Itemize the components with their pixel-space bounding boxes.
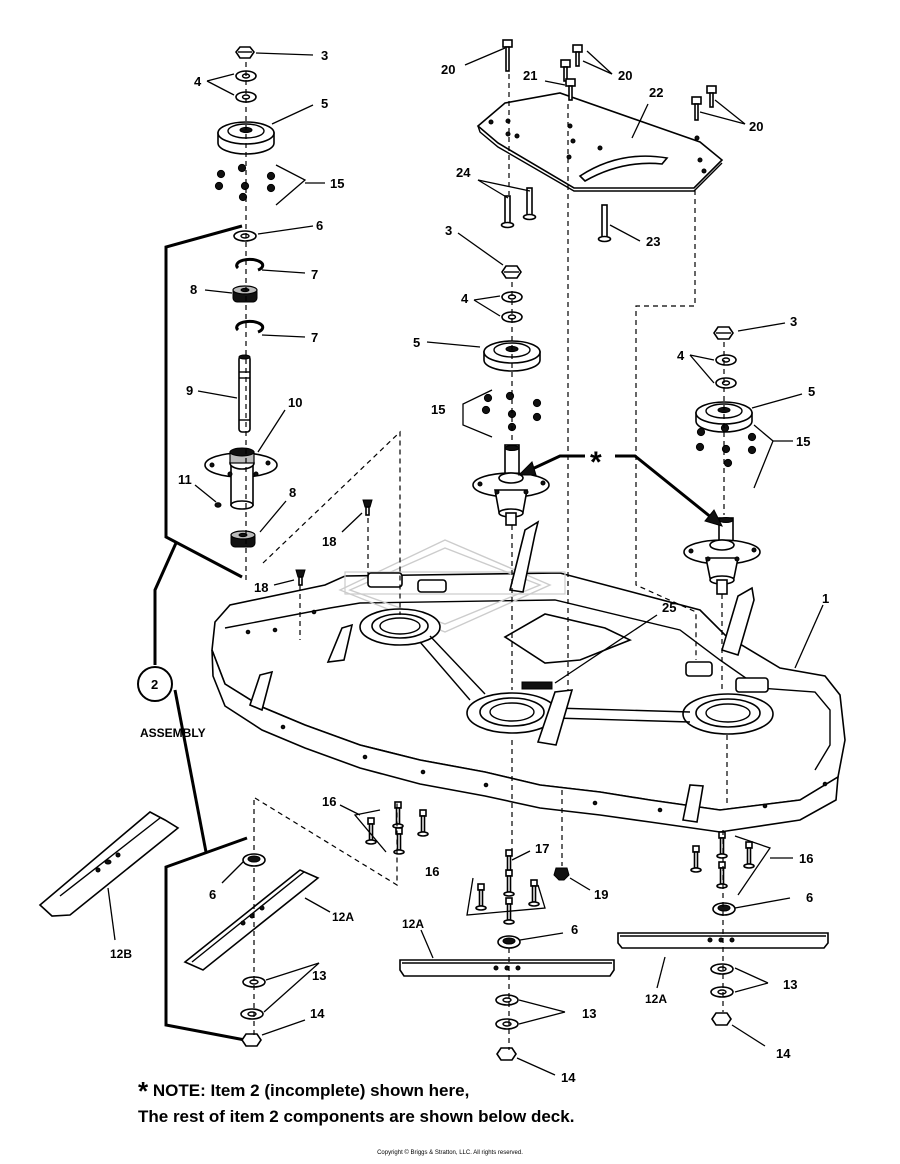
- bolts-16-left: [365, 801, 429, 855]
- callout-16-center: 16: [425, 864, 439, 879]
- center-blade-hardware: [495, 935, 521, 1061]
- callout-15-left: 15: [330, 176, 344, 191]
- assembly-2-circle: [137, 666, 173, 702]
- callout-23: 23: [646, 234, 660, 249]
- callout-5-right: 5: [808, 384, 815, 399]
- snap-ring-7-upper: [235, 257, 265, 272]
- callout-19: 19: [594, 887, 608, 902]
- left-blade-hardware: [240, 853, 266, 1047]
- callout-3-center: 3: [445, 223, 452, 238]
- callout-12a-left: 12A: [332, 910, 354, 924]
- callout-12a-center: 12A: [402, 917, 424, 931]
- callout-6-blade-left: 6: [209, 887, 216, 902]
- right-blade-hardware: [710, 902, 736, 1026]
- callout-3-left: 3: [321, 48, 328, 63]
- star-callout-arrows: [517, 454, 723, 527]
- assembly-bracket-bottom: [164, 836, 248, 1042]
- callout-16-left: 16: [322, 794, 336, 809]
- grease-fitting-11: [214, 502, 222, 508]
- callout-21: 21: [523, 68, 537, 83]
- callout-5-center: 5: [413, 335, 420, 350]
- callout-11: 11: [178, 472, 192, 487]
- callout-5-left: 5: [321, 96, 328, 111]
- bolts-24: [500, 187, 537, 229]
- callout-9: 9: [186, 383, 193, 398]
- callout-10: 10: [288, 395, 302, 410]
- left-spindle-stack: [137, 46, 278, 1042]
- callout-14-center: 14: [561, 1070, 576, 1085]
- note-text: * NOTE: Item 2 (incomplete) shown here, …: [138, 1078, 838, 1130]
- blade-12b: [38, 811, 180, 917]
- spindle-housing-10: [204, 447, 278, 510]
- bolts-15-left: [214, 163, 276, 202]
- note-star: *: [138, 1076, 149, 1106]
- assembly-bracket-top: [164, 224, 243, 579]
- note-line-2: The rest of item 2 components are shown …: [138, 1107, 575, 1126]
- mower-deck-1: [211, 520, 846, 833]
- callout-12b: 12B: [110, 947, 132, 961]
- callout-star: *: [590, 446, 602, 479]
- callout-14-left: 14: [310, 1006, 325, 1021]
- callout-20-right: 20: [749, 119, 763, 134]
- callout-22: 22: [649, 85, 663, 100]
- dashed-assembly-lines: [245, 62, 728, 1050]
- callout-16-right: 16: [799, 851, 813, 866]
- washer-6-left: [233, 230, 257, 242]
- callout-20-left: 20: [441, 62, 455, 77]
- callout-18-lower: 18: [254, 580, 268, 595]
- callout-6-right: 6: [806, 890, 813, 905]
- callout-13-left: 13: [312, 968, 326, 983]
- callout-14-right: 14: [776, 1046, 791, 1061]
- callout-20-center: 20: [618, 68, 632, 83]
- blade-12a-center: [399, 959, 615, 977]
- right-spindle-stack: [683, 326, 761, 595]
- callout-13-right: 13: [783, 977, 797, 992]
- callout-7-upper: 7: [311, 267, 318, 282]
- bolts-16-center: [475, 869, 540, 925]
- bearing-8-upper: [232, 285, 258, 303]
- callout-12a-right: 12A: [645, 992, 667, 1006]
- bolts-20-21: [502, 39, 717, 121]
- callout-24: 24: [456, 165, 471, 180]
- callout-7-lower: 7: [311, 330, 318, 345]
- nut-19: [553, 867, 570, 881]
- assembly-label: ASSEMBLY: [140, 726, 206, 740]
- callout-15-right: 15: [796, 434, 810, 449]
- callout-labels: 1 2 ASSEMBLY 3 3 3 4 4 4 5 5 5 15 15 15 …: [110, 48, 829, 1085]
- copyright-text: Copyright © Briggs & Stratton, LLC. All …: [377, 1150, 523, 1156]
- callout-25: 25: [662, 600, 676, 615]
- shaft-9: [238, 354, 251, 433]
- callout-8-lower: 8: [289, 485, 296, 500]
- note-line-1-text: NOTE: Item 2 (incomplete) shown here,: [152, 1081, 470, 1100]
- callout-6-left: 6: [316, 218, 323, 233]
- decal-25: [521, 681, 553, 690]
- callout-18-upper: 18: [322, 534, 336, 549]
- center-spindle-stack: [472, 265, 550, 526]
- callout-4-left: 4: [194, 74, 202, 89]
- bolts-16-right: [690, 831, 755, 889]
- callout-15-center: 15: [431, 402, 445, 417]
- callout-4-right: 4: [677, 348, 685, 363]
- bolt-23: [597, 204, 612, 243]
- bearing-8-lower: [230, 530, 256, 548]
- nut-3-left: [235, 46, 255, 59]
- callout-17: 17: [535, 841, 549, 856]
- callout-8-upper: 8: [190, 282, 197, 297]
- leader-lines: [107, 47, 824, 1076]
- callout-13-center: 13: [582, 1006, 596, 1021]
- note-line-1: * NOTE: Item 2 (incomplete) shown here,: [138, 1078, 838, 1104]
- bolt-17: [505, 849, 513, 871]
- callout-4-center: 4: [461, 291, 469, 306]
- blade-12a-left: [183, 869, 320, 971]
- snap-ring-7-lower: [235, 319, 265, 334]
- support-plate-22: [476, 92, 724, 192]
- callout-3-right: 3: [790, 314, 797, 329]
- bolts-18: [295, 499, 373, 586]
- callout-6-center: 6: [571, 922, 578, 937]
- callout-1: 1: [822, 591, 829, 606]
- callout-2: 2: [151, 677, 158, 692]
